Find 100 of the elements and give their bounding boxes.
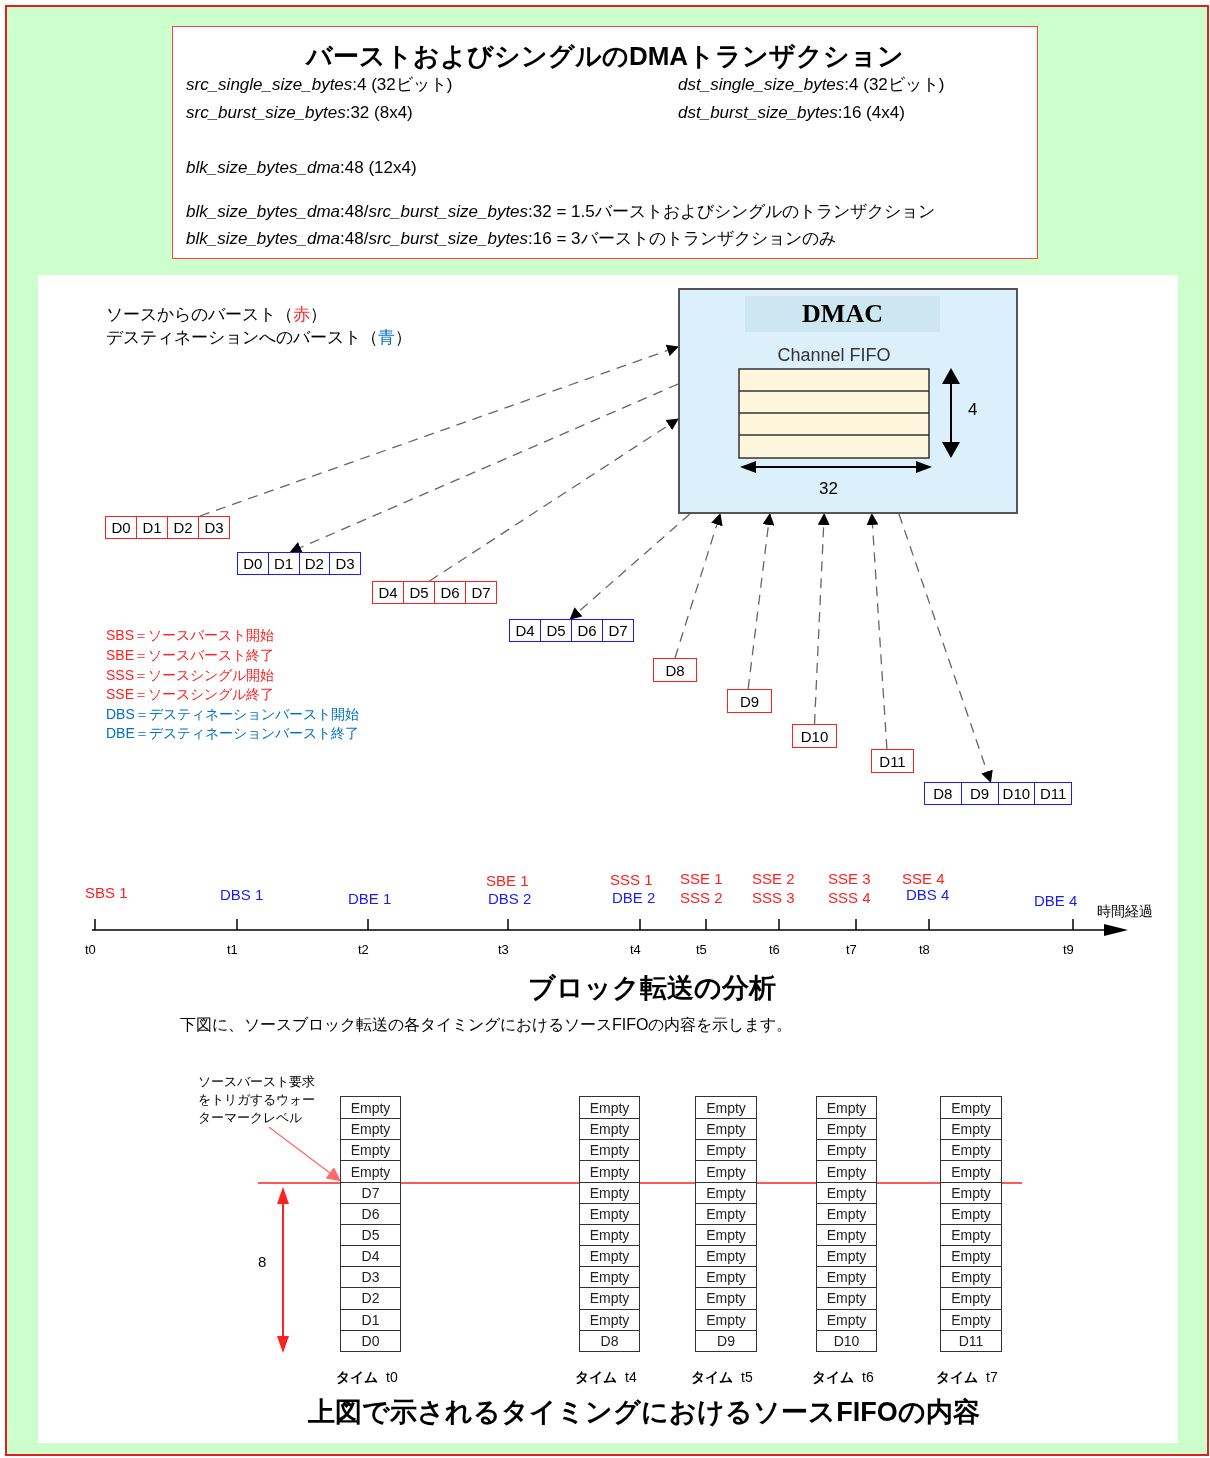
annotation-text: ソースバースト要求をトリガするウォーターマークレベル (198, 1073, 316, 1127)
abbreviation-definition: SBS＝ソースバースト開始 (106, 627, 274, 645)
data-block-strip (372, 581, 497, 604)
data-word: D9 (960, 783, 998, 804)
arrow (199, 344, 679, 517)
caption: 上図で示されるタイミングにおけるソースFIFOの内容 (308, 1396, 980, 1429)
parameter-text: blk_size_bytes_dma:48/src_burst_size_bytes:16 = 3バーストのトランザクションのみ (186, 228, 836, 250)
fifo-entry: Empty (941, 1223, 1001, 1246)
arrow (428, 418, 679, 582)
tick-label: t0 (85, 942, 96, 959)
parameter-text: blk_size_bytes_dma:48 (12x4) (186, 157, 417, 179)
data-word: D5 (540, 620, 571, 641)
fifo-entry: Empty (580, 1308, 639, 1330)
event-label: DBS 2 (488, 890, 532, 909)
time-label: タイム (575, 1368, 617, 1387)
fifo-entry: Empty (580, 1181, 639, 1203)
event-label: SSE 3 (828, 870, 871, 889)
dimension-label: 8 (258, 1253, 267, 1272)
dimension-label: 4 (968, 399, 978, 421)
event-label: DBE 1 (348, 890, 392, 909)
fifo-entry: Empty (696, 1245, 756, 1267)
fifo-entry: D10 (817, 1329, 876, 1351)
arrow (898, 513, 993, 783)
data-word: D4 (377, 583, 399, 603)
data-word: D0 (110, 518, 132, 538)
fifo-entry: Empty (696, 1202, 756, 1224)
event-label: SBE 1 (486, 872, 529, 891)
data-word: D6 (434, 582, 465, 603)
fifo-entry: Empty (580, 1139, 639, 1161)
event-label: SSS 4 (828, 889, 871, 908)
event-label: DBS 4 (906, 886, 950, 905)
arrow (268, 1126, 341, 1182)
arrow (866, 513, 888, 750)
data-word: D8 (932, 784, 954, 804)
fifo-entry: Empty (941, 1287, 1001, 1309)
fifo-entry: Empty (817, 1266, 876, 1288)
tick-label: t1 (227, 942, 238, 959)
fifo-entry: Empty (941, 1245, 1001, 1267)
tick-label: t3 (498, 942, 509, 959)
fifo-entry: D7 (341, 1181, 400, 1203)
key-note: デスティネーションへのバースト（青） (106, 327, 412, 349)
fifo-entry: Empty (817, 1160, 876, 1182)
arrow (569, 513, 691, 620)
abbreviation-definition: SBE＝ソースバースト終了 (106, 647, 274, 665)
fifo-entry: Empty (696, 1181, 756, 1203)
data-block-strip (105, 516, 230, 539)
event-label: SBS 1 (85, 884, 128, 903)
fifo-entry: D0 (341, 1329, 400, 1351)
arrow (674, 513, 723, 659)
time-label: t6 (862, 1368, 874, 1387)
tick-label: t6 (769, 942, 780, 959)
info-panel (172, 26, 1038, 259)
fifo-entry: Empty (580, 1223, 639, 1246)
event-label: DBS 1 (220, 886, 264, 905)
fifo-entry: Empty (341, 1139, 400, 1161)
axis-label: 時間経過 (1097, 903, 1153, 921)
tick-label: t7 (846, 942, 857, 959)
fifo-entry: Empty (580, 1266, 639, 1288)
data-word: D10 (799, 726, 830, 747)
fifo-entry: Empty (696, 1266, 756, 1288)
data-block-strip (509, 619, 634, 642)
arrow (289, 383, 679, 554)
data-word: D11 (878, 751, 907, 772)
fifo-entry: Empty (817, 1139, 876, 1161)
fifo-entry: Empty (817, 1118, 876, 1140)
fifo-entry: D3 (341, 1266, 400, 1288)
fifo-entry: Empty (817, 1245, 876, 1267)
time-label: t0 (386, 1368, 398, 1387)
fifo-entry: Empty (696, 1223, 756, 1246)
data-word: D1 (136, 517, 167, 538)
parameter-text: blk_size_bytes_dma:48/src_burst_size_bytes:32 = 1.5バーストおよびシングルのトランザクション (186, 201, 935, 223)
event-label: DBE 4 (1034, 892, 1078, 911)
fifo-entry: Empty (941, 1181, 1001, 1203)
description-text: 下図に、ソースブロック転送の各タイミングにおけるソースFIFOの内容を示します。 (180, 1015, 793, 1035)
fifo-entry: Empty (580, 1118, 639, 1140)
fifo-entry: Empty (941, 1308, 1001, 1330)
fifo-entry: Empty (696, 1118, 756, 1140)
abbreviation-definition: DBE＝デスティネーションバースト終了 (106, 725, 359, 743)
fifo-label: Channel FIFO (776, 344, 892, 367)
time-label: タイム (336, 1368, 378, 1387)
arrow (747, 513, 775, 690)
data-word: D2 (167, 517, 198, 538)
data-word: D8 (664, 660, 686, 681)
fifo-entry: Empty (341, 1160, 400, 1182)
fifo-entry: D1 (341, 1308, 400, 1330)
data-block-strip (871, 749, 914, 773)
fifo-entry: Empty (941, 1160, 1001, 1182)
abbreviation-definition: DBS＝デスティネーションバースト開始 (106, 706, 359, 724)
fifo-entry: Empty (941, 1202, 1001, 1224)
event-label: SSE 1 (680, 870, 723, 889)
data-word: D0 (242, 554, 264, 574)
event-label: SSS 2 (680, 889, 723, 908)
event-label: SSS 3 (752, 889, 795, 908)
fifo-entry: Empty (941, 1118, 1001, 1140)
fifo-entry: D6 (341, 1202, 400, 1224)
fifo-entry: Empty (349, 1098, 392, 1118)
data-word: D6 (571, 620, 602, 641)
fifo-entry: Empty (817, 1287, 876, 1309)
data-block-strip (792, 724, 837, 748)
time-label: タイム (812, 1368, 854, 1387)
